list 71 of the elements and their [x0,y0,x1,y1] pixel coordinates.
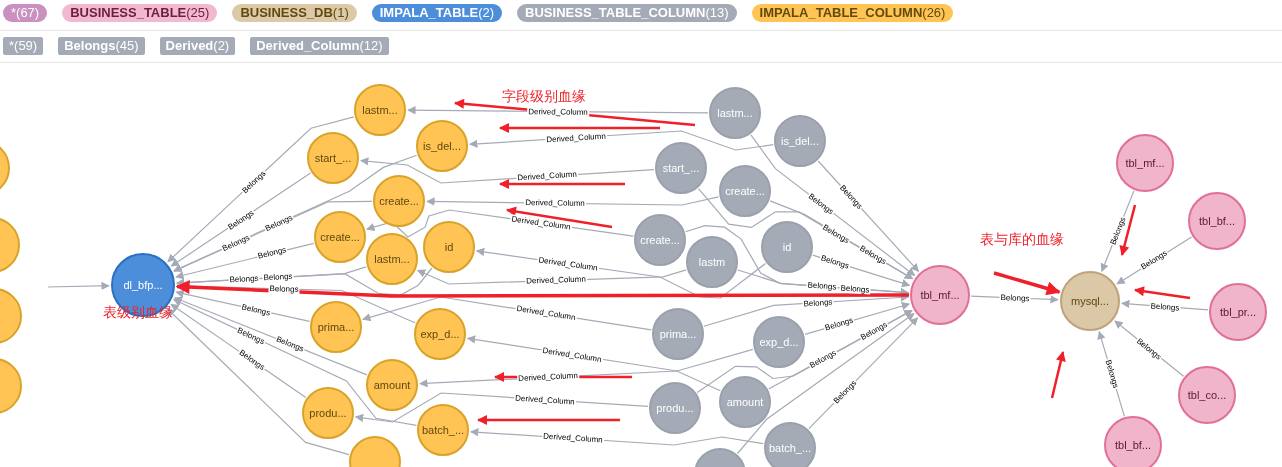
label-tag: BUSINESS_TABLE_COLUMN(13) [517,4,737,22]
graph-node: create... [719,165,771,217]
edge-label: Belongs [998,292,1031,304]
graph-node: start_... [307,132,359,184]
graph-node: tbl_pr... [1209,283,1267,341]
graph-node: exp_d... [753,316,805,368]
edge-label: Belongs [228,274,260,285]
graph-node: tbl_co... [1178,366,1236,424]
graph-node: prima... [652,308,704,360]
graph-node: create... [373,175,425,227]
graph-node: batch_... [764,422,816,467]
edge-label: Derived_Column [524,274,587,286]
label-tag: Derived_Column(12) [250,37,389,55]
label-tag: BUSINESS_TABLE(25) [62,4,218,22]
edge-label: Belongs [240,301,273,318]
graph-node: lastm... [709,87,761,139]
edge-label: Derived_Column [544,131,607,145]
label-tag: BUSINESS_DB(1) [232,4,357,22]
graph-node: start_... [655,142,707,194]
graph-node: mysql... [1060,271,1120,331]
edge-label: Derived_Column [523,198,586,209]
edge-label: Belongs [802,297,834,309]
edge-label: Belongs [806,280,838,292]
label-tag: Belongs(45) [58,37,145,55]
graph-node: tbl_bf... [1188,192,1246,250]
arrow [166,308,350,456]
edge-label: Derived_Column [516,169,579,183]
edge-label: Derived_Column [513,393,576,407]
arrow [173,298,417,426]
graph-node: amount [719,376,771,428]
label-tag: *(59) [3,37,44,55]
graph-node: lastm [686,236,738,288]
graph-node: tbl_mf... [910,265,970,325]
graph-node: produ... [649,382,701,434]
graph-node: prima... [310,301,362,353]
arrow [167,116,355,263]
edge-label: Derived_Column [527,106,589,117]
annotation-text: 字段级别血缘 [502,88,586,106]
graph-node: tbl_bf... [1104,416,1162,467]
graph-node: lastm... [366,233,418,285]
graph-node: lastm... [354,84,406,136]
graph-node: tbl_mf... [1116,134,1174,192]
label-tag: IMPALA_TABLE(2) [371,4,503,22]
graph-node: produ... [302,387,354,439]
arrow [175,280,909,298]
arrow [993,271,1061,296]
graph-node: is_del... [774,115,826,167]
graph-node: create... [634,214,686,266]
edge-label: Belongs [261,272,294,283]
edge-label: Derived_Column [541,431,604,445]
label-tag: Derived(2) [159,37,236,55]
graph-node: amount [366,359,418,411]
label-tag: *(67) [3,4,48,22]
graph-node: id [423,221,475,273]
graph-node: exp_d... [414,308,466,360]
graph-node: batch_... [417,404,469,456]
label-tag: IMPALA_TABLE_COLUMN(26) [751,4,954,22]
graph-node: id [761,221,813,273]
edge-label: Belongs [823,315,856,334]
graph-node: create... [314,211,366,263]
edge-label: Belongs [256,245,289,262]
arrow [47,281,110,291]
graph-node: is_del... [416,120,468,172]
edge-label: Belongs [1149,300,1181,313]
edge-label: Belongs [1103,357,1121,391]
edge-label: Derived_Column [517,371,580,384]
annotation-text: 表级别血缘 [103,304,173,322]
edge-label: Belongs [839,283,871,295]
edge-label: Belongs [268,283,300,294]
arrow [736,313,915,455]
annotation-text: 表与库的血缘 [980,231,1064,249]
